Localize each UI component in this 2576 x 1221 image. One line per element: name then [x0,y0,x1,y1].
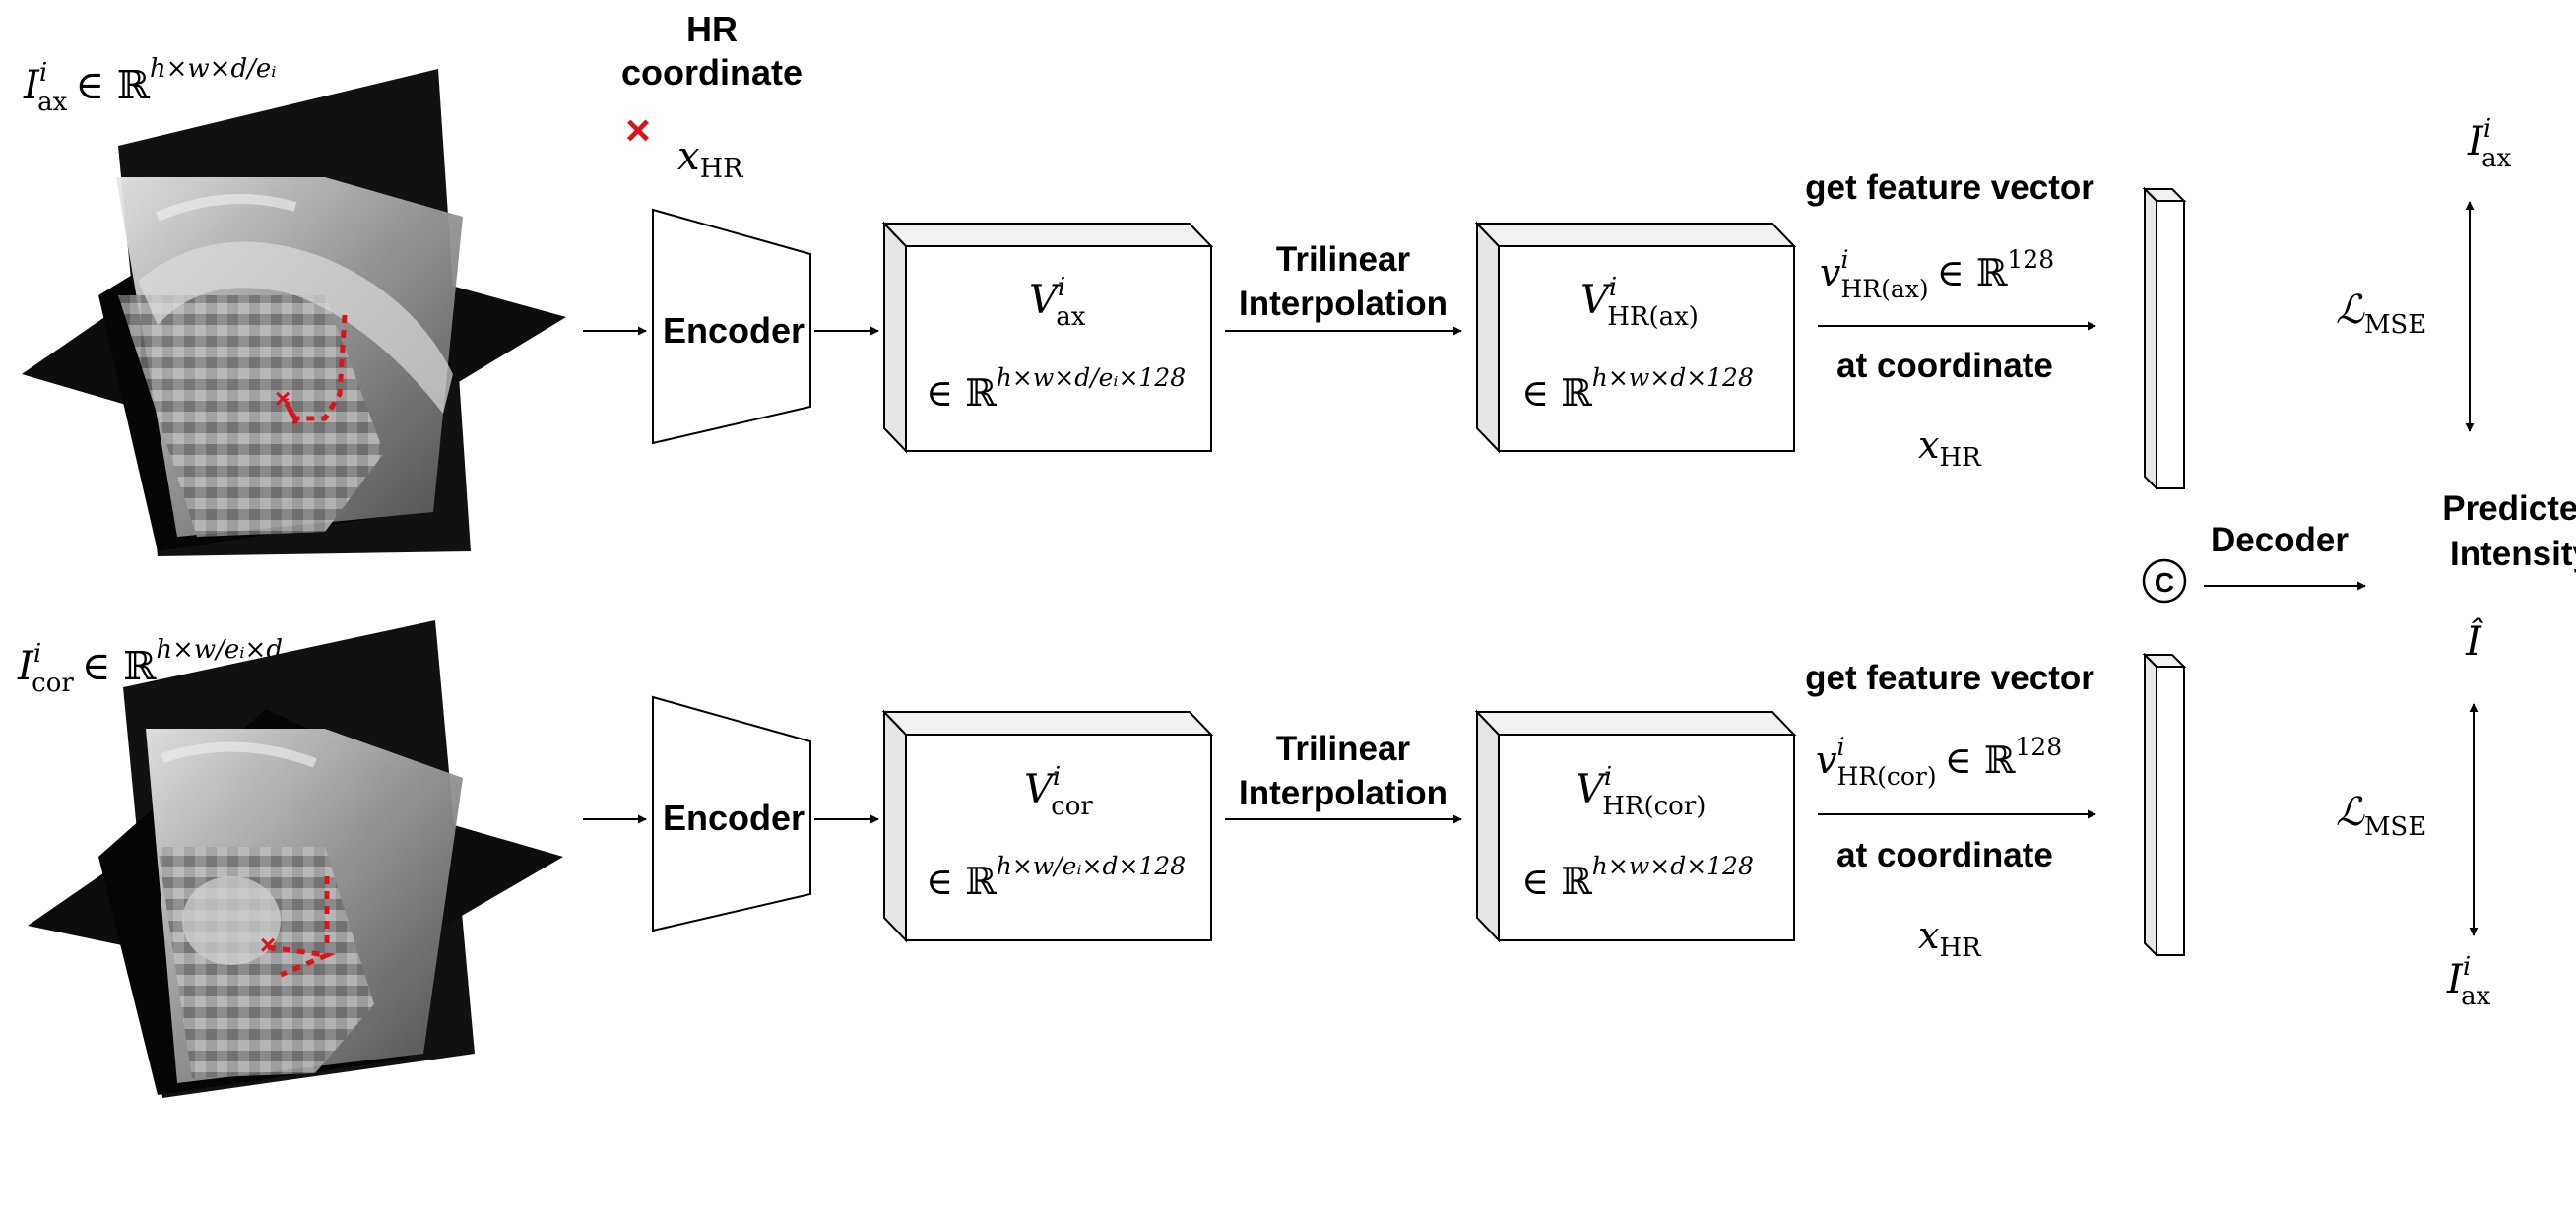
bottom-hr-volume-box [1474,709,1797,943]
hr-label-line2: coordinate [621,52,803,93]
bottom-at-coordinate: at coordinate [1836,836,2053,874]
bottom-hr-volume-set: ∈ ℝh×w×d×128 [1521,852,1754,903]
top-interp-line1: Trilinear [1276,240,1411,279]
bottom-mri-marker-icon: × [260,930,276,960]
top-volume-set: ∈ ℝh×w×d/eᵢ×128 [926,363,1186,415]
bottom-volume-set: ∈ ℝh×w/eᵢ×d×128 [926,852,1186,903]
bottom-feature-volume-box [881,709,1214,943]
decoder-section: C Decoder Predicted Intensity Î [2142,489,2576,665]
bottom-loss-label: ℒMSE [2336,790,2426,842]
concat-symbol: C [2155,567,2174,598]
top-loss-label: ℒMSE [2336,288,2426,340]
top-feature-volume-box [881,221,1214,454]
top-encoder-label: Encoder [663,310,805,351]
hr-label-line1: HR [686,9,738,49]
bottom-feature-vector-bar [2142,652,2187,958]
output-line1: Predicted [2442,489,2576,528]
bottom-interp-line1: Trilinear [1276,730,1411,768]
top-mri-marker-icon: × [275,383,290,414]
top-encoder [652,208,811,445]
decoder-label: Decoder [2211,521,2349,559]
top-interp-line2: Interpolation [1239,285,1448,323]
bottom-interp-line2: Interpolation [1239,774,1448,812]
cross-marker-icon: × [625,106,651,155]
top-feature-vector-bar [2142,186,2187,491]
hr-symbol: xHR [677,134,743,184]
bottom-feature-title: get feature vector [1805,659,2094,697]
top-coord-symbol: xHR [1918,423,1982,473]
bottom-coord-symbol: xHR [1918,914,1982,963]
concat-icon [2142,558,2187,604]
output-line2: Intensity [2450,535,2576,573]
top-hr-volume-set: ∈ ℝh×w×d×128 [1521,363,1754,415]
top-at-coordinate: at coordinate [1836,347,2053,385]
top-hr-volume-box [1474,221,1797,454]
bottom-encoder-label: Encoder [663,798,805,838]
top-mri-volume-image: × [22,69,566,556]
bottom-encoder [652,695,811,932]
output-symbol: Î [2465,618,2484,665]
bottom-mri-volume-image: × [28,620,563,1098]
top-feature-title: get feature vector [1805,168,2094,207]
hr-coordinate-legend: HR coordinate × xHR [621,9,803,184]
